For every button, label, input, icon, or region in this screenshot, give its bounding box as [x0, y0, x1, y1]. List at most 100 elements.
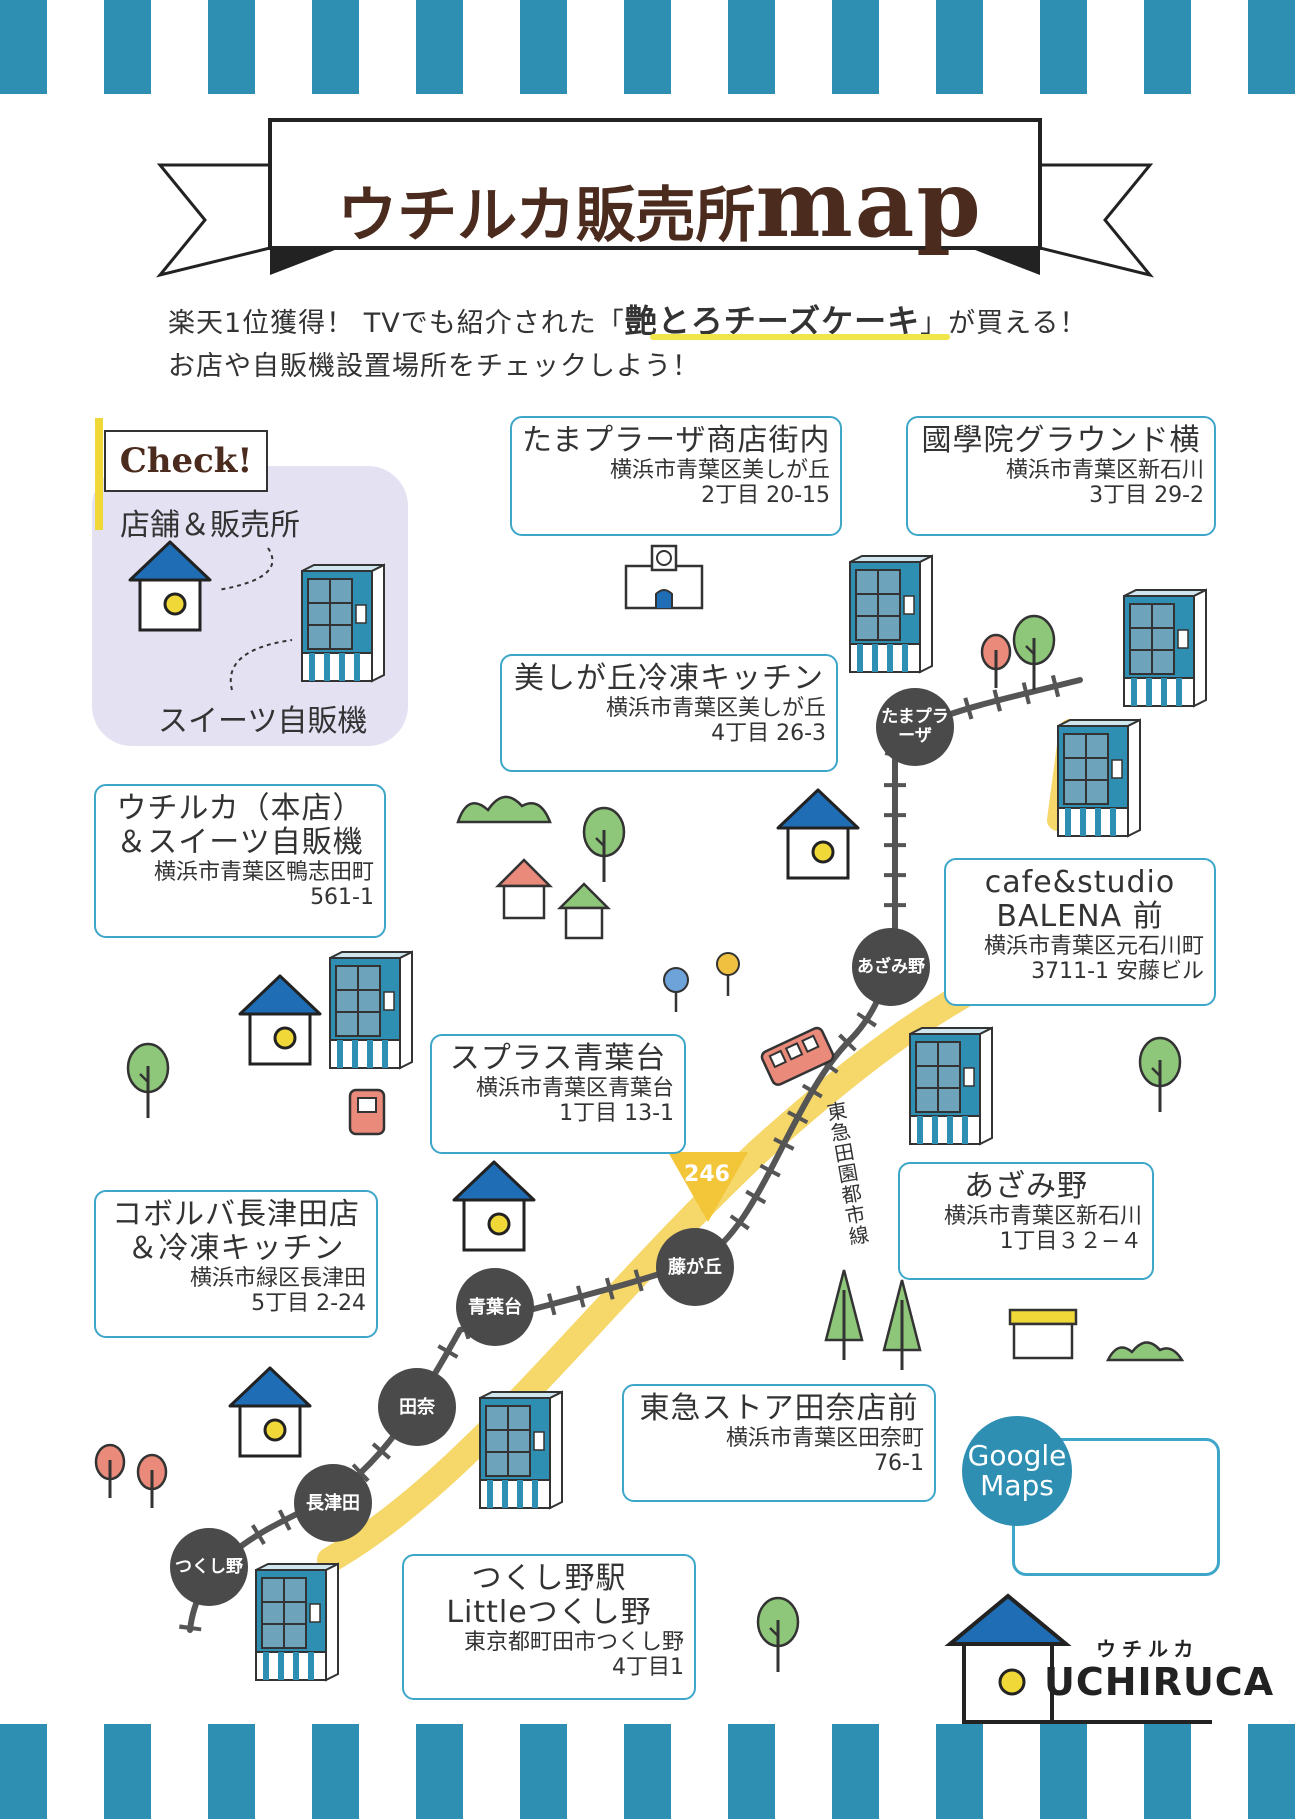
logo-kana: ウチルカ — [1096, 1637, 1200, 1661]
location-address-2: 5丁目 2-24 — [251, 1291, 366, 1316]
uchiruca-logo-icon — [944, 1593, 1212, 1724]
tree-icon — [582, 806, 626, 884]
intro-prefix: 楽天1位獲得！ TVでも紹介された「 — [168, 308, 625, 339]
location-address-2: 1丁目３２−４ — [999, 1229, 1142, 1254]
location-name: コボルバ長津田店 — [112, 1197, 360, 1232]
station-nagatsuta: 長津田 — [294, 1464, 372, 1542]
location-address: 横浜市青葉区新石川 — [943, 1204, 1142, 1229]
tree-red-icon — [980, 633, 1012, 690]
location-address: 横浜市青葉区田奈町 — [725, 1426, 924, 1451]
shop-icon — [1008, 1308, 1078, 1360]
location-name: たまプラーザ商店街内 — [522, 423, 831, 458]
location-address: 横浜市青葉区新石川 — [1005, 458, 1204, 483]
vending-icon-kokugakuin — [1124, 590, 1206, 706]
location-bubble-tana: 東急ストア田奈店前 横浜市青葉区田奈町 76-1 — [622, 1384, 936, 1502]
pine-icon — [824, 1268, 864, 1362]
location-bubble-azamino: あざみ野 横浜市青葉区新石川 1丁目３２−４ — [898, 1162, 1154, 1280]
legend-vending-icon — [302, 565, 384, 681]
house-icon-honten — [238, 974, 322, 1066]
check-label: Check! — [104, 430, 268, 492]
location-bubble-utsukushigaoka: 美しが丘冷凍キッチン 横浜市青葉区美しが丘 4丁目 26-3 — [500, 654, 838, 772]
location-name: あざみ野 — [964, 1169, 1088, 1204]
small-house-icon — [556, 882, 612, 940]
bush-icon — [1105, 1341, 1185, 1362]
station-tsukushino: つくし野 — [170, 1528, 248, 1606]
location-bubble-splus: スプラス青葉台 横浜市青葉区青葉台 1丁目 13-1 — [430, 1034, 686, 1154]
station-tamaplaza: たまプラーザ — [876, 688, 954, 766]
tree-red-icon — [94, 1443, 126, 1500]
tree-icon — [1138, 1036, 1182, 1114]
top-stripe-border — [0, 0, 1311, 94]
tree-icon — [126, 1042, 170, 1120]
tree-icon — [756, 1596, 800, 1674]
logo-text: UCHIRUCA — [1044, 1660, 1275, 1704]
intro-line-2: お店や自販機設置場所をチェックしよう！ — [168, 351, 700, 382]
location-address: 横浜市青葉区美しが丘 — [609, 458, 830, 483]
intro-highlight: 艶とろチーズケーキ — [624, 302, 921, 340]
location-name: スプラス青葉台 — [449, 1041, 667, 1076]
station-tana: 田奈 — [378, 1368, 456, 1446]
house-icon-koborba — [228, 1366, 312, 1458]
location-address-2: 3711-1 安藤ビル — [1031, 959, 1204, 984]
page-title: ウチルカ販売所map — [300, 150, 1020, 258]
vending-icon-balena — [1058, 720, 1140, 836]
location-address: 横浜市青葉区元石川町 — [983, 934, 1204, 959]
location-address-2: 1丁目 13-1 — [559, 1101, 674, 1126]
tree-icon — [1012, 614, 1056, 692]
legend-vending-label: スイーツ自販機 — [158, 704, 368, 739]
vending-icon-tsukushino — [256, 1564, 338, 1680]
route-246-sign — [668, 1152, 748, 1222]
location-bubble-honten: ウチルカ（本店） ＆スイーツ自販機 横浜市青葉区鴨志田町 561-1 — [94, 784, 386, 938]
location-bubble-balena: cafe&studio BALENA 前 横浜市青葉区元石川町 3711-1 安… — [944, 858, 1216, 1006]
location-address: 東京都町田市つくし野 — [463, 1630, 684, 1655]
location-address: 横浜市青葉区鴨志田町 — [153, 860, 374, 885]
intro-suffix: 」が買える！ — [920, 308, 1088, 339]
location-name: ウチルカ（本店） — [116, 791, 364, 826]
location-name: cafe&studio — [984, 865, 1176, 900]
vending-icon-tana — [480, 1392, 562, 1508]
location-bubble-kokugakuin: 國學院グラウンド横 横浜市青葉区新石川 3丁目 29-2 — [906, 416, 1216, 536]
location-address-2: 561-1 — [310, 885, 374, 910]
legend-store-label: 店舗＆販売所 — [120, 508, 300, 543]
route-number: 246 — [684, 1162, 730, 1187]
title-ribbon — [155, 118, 1155, 278]
location-address-2: 2丁目 20-15 — [701, 483, 830, 508]
highlight-underline — [650, 334, 950, 340]
location-name-2: ＆冷凍キッチン — [127, 1231, 345, 1266]
location-name-2: Littleつくし野 — [446, 1595, 652, 1630]
bottom-stripe-border — [0, 1724, 1311, 1819]
google-maps-badge[interactable]: Google Maps — [962, 1416, 1072, 1526]
location-bubble-koborba: コボルバ長津田店 ＆冷凍キッチン 横浜市緑区長津田 5丁目 2-24 — [94, 1190, 378, 1338]
bus-icon — [760, 1026, 835, 1086]
location-name: 美しが丘冷凍キッチン — [514, 661, 824, 696]
location-address: 横浜市青葉区美しが丘 — [605, 696, 826, 721]
station-fujigaoka: 藤が丘 — [656, 1228, 734, 1306]
title-kana: ウチルカ販売所 — [337, 181, 756, 251]
tree-red-icon — [136, 1453, 168, 1510]
house-icon-splus — [452, 1160, 536, 1252]
house-icon-utsukushigaoka — [776, 788, 860, 880]
location-name: 國學院グラウンド横 — [921, 423, 1201, 458]
location-name-2: ＆スイーツ自販機 — [116, 825, 364, 860]
location-address-2: 4丁目1 — [612, 1655, 684, 1680]
location-name: 東急ストア田奈店前 — [639, 1391, 919, 1426]
school-icon — [624, 544, 704, 610]
vending-icon-azamino — [910, 1028, 992, 1144]
small-house-icon — [494, 858, 554, 920]
location-name-2: BALENA 前 — [996, 899, 1164, 934]
location-bubble-tamaplaza: たまプラーザ商店街内 横浜市青葉区美しが丘 2丁目 20-15 — [510, 416, 842, 536]
title-map: map — [755, 150, 983, 258]
location-address-2: 3丁目 29-2 — [1089, 483, 1204, 508]
flower-icon — [663, 967, 689, 1012]
flower-icon — [716, 952, 740, 996]
pine-icon — [882, 1278, 922, 1372]
vending-icon-honten — [330, 952, 412, 1068]
vending-icon-tamaplaza — [850, 556, 932, 672]
intro-line-1: 楽天1位獲得！ TVでも紹介された「艶とろチーズケーキ」が買える！ — [168, 296, 1087, 342]
location-bubble-tsukushino: つくし野駅 Littleつくし野 東京都町田市つくし野 4丁目1 — [402, 1554, 696, 1700]
bush-icon — [456, 795, 552, 824]
location-name: つくし野駅 — [471, 1561, 627, 1596]
location-address-2: 76-1 — [874, 1451, 924, 1476]
location-address-2: 4丁目 26-3 — [711, 721, 826, 746]
station-azamino: あざみ野 — [852, 928, 930, 1006]
